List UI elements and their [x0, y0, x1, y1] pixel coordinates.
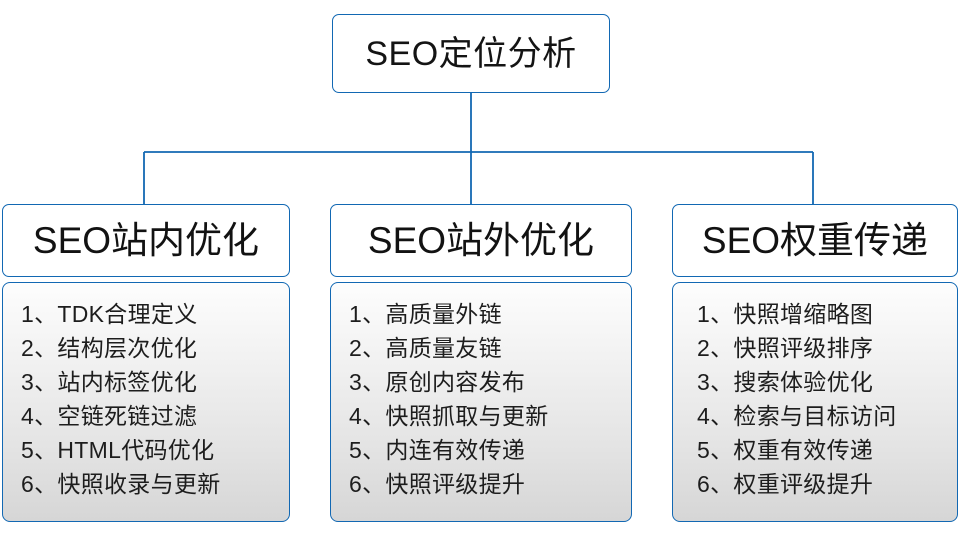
- root-node-title: SEO定位分析: [365, 34, 577, 73]
- branch-column-onsite-optimization: SEO站内优化 1、TDK合理定义 2、结构层次优化 3、站内标签优化 4、空链…: [2, 204, 290, 522]
- root-node-seo-positioning-analysis[interactable]: SEO定位分析: [332, 14, 610, 93]
- branch-header-title: SEO权重传递: [701, 220, 929, 261]
- list-item: 6、权重评级提升: [697, 471, 874, 497]
- list-item: 6、快照收录与更新: [21, 471, 221, 497]
- list-item: 2、快照评级排序: [697, 335, 874, 361]
- list-item: 6、快照评级提升: [349, 471, 526, 497]
- list-item: 4、检索与目标访问: [697, 403, 897, 429]
- branch-header-title: SEO站内优化: [32, 220, 260, 261]
- branch-header-onsite-optimization[interactable]: SEO站内优化: [2, 204, 290, 277]
- list-item: 1、快照增缩略图: [697, 301, 874, 327]
- list-item: 1、高质量外链: [349, 301, 502, 327]
- list-item: 2、结构层次优化: [21, 335, 198, 361]
- branch-list-onsite-optimization: 1、TDK合理定义 2、结构层次优化 3、站内标签优化 4、空链死链过滤 5、H…: [2, 282, 290, 522]
- branch-column-weight-transfer: SEO权重传递 1、快照增缩略图 2、快照评级排序 3、搜索体验优化 4、检索与…: [672, 204, 958, 522]
- list-item: 5、权重有效传递: [697, 437, 874, 463]
- list-item: 5、内连有效传递: [349, 437, 526, 463]
- list-item: 3、搜索体验优化: [697, 369, 874, 395]
- list-item: 3、站内标签优化: [21, 369, 198, 395]
- branch-header-title: SEO站外优化: [367, 220, 595, 261]
- list-item: 4、空链死链过滤: [21, 403, 198, 429]
- branch-list-offsite-optimization: 1、高质量外链 2、高质量友链 3、原创内容发布 4、快照抓取与更新 5、内连有…: [330, 282, 632, 522]
- list-item: 5、HTML代码优化: [21, 437, 215, 463]
- list-item: 1、TDK合理定义: [21, 301, 198, 327]
- branch-header-offsite-optimization[interactable]: SEO站外优化: [330, 204, 632, 277]
- list-item: 3、原创内容发布: [349, 369, 526, 395]
- list-item: 2、高质量友链: [349, 335, 502, 361]
- branch-column-offsite-optimization: SEO站外优化 1、高质量外链 2、高质量友链 3、原创内容发布 4、快照抓取与…: [330, 204, 632, 522]
- branch-header-weight-transfer[interactable]: SEO权重传递: [672, 204, 958, 277]
- branch-list-weight-transfer: 1、快照增缩略图 2、快照评级排序 3、搜索体验优化 4、检索与目标访问 5、权…: [672, 282, 958, 522]
- list-item: 4、快照抓取与更新: [349, 403, 549, 429]
